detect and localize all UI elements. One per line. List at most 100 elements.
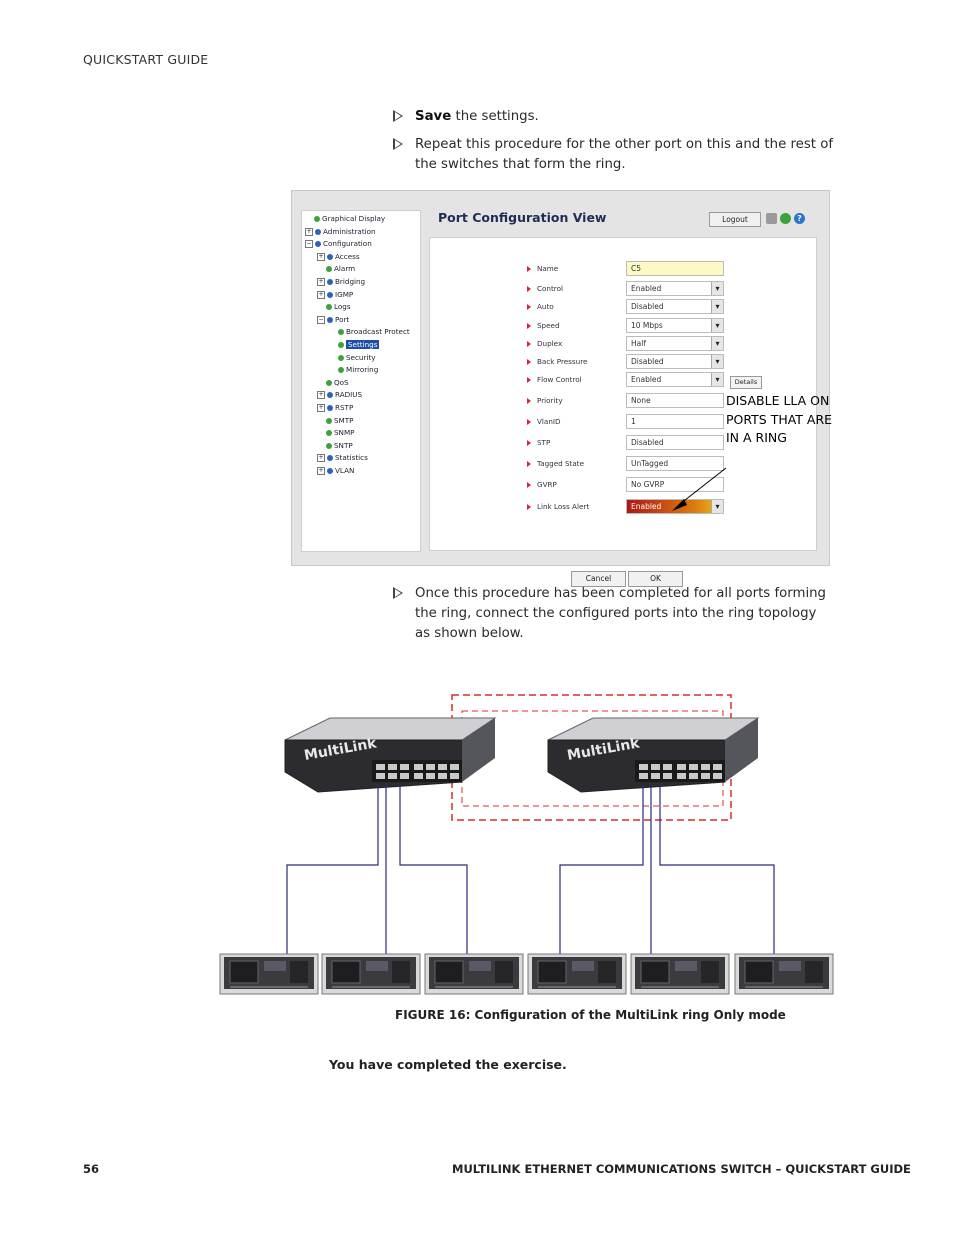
tree-item-label: Port [335,314,350,324]
relay-devices [219,953,834,995]
tree-item[interactable]: +Statistics [317,452,368,464]
tree-item[interactable]: −Configuration [305,238,372,250]
tree-item[interactable]: + Access [317,251,360,263]
tree-item-label: Logs [334,302,351,312]
running-header: QUICKSTART GUIDE [83,52,209,67]
field-select[interactable]: Enabled [626,281,724,296]
node-bullet-icon [326,379,332,386]
field-input[interactable]: UnTagged [626,456,724,471]
field-label: STP [527,438,550,447]
node-bullet-icon [315,241,321,248]
tree-item-label: Access [335,251,360,261]
node-bullet-icon [326,417,332,424]
step-connect: Once this procedure has been completed f… [393,584,833,644]
relay-device [321,953,421,995]
tree-item[interactable]: QoS [326,377,349,389]
logout-button[interactable]: Logout [709,212,761,227]
page-number: 56 [83,1162,100,1176]
expand-icon[interactable]: + [305,227,313,236]
view-title: Port Configuration View [438,210,607,225]
tree-item-label: Administration [323,226,376,236]
tree-item-label: Broadcast Protect [346,327,410,337]
print-icon[interactable] [766,213,777,224]
tree-item[interactable]: + Administration [305,226,376,238]
tree-item[interactable]: Settings [338,339,380,351]
collapse-icon[interactable]: − [317,315,325,324]
node-bullet-icon [338,354,344,361]
node-bullet-icon [327,291,333,298]
callout-arrow [672,467,727,511]
field-select[interactable]: Half [626,336,724,351]
expand-icon[interactable]: + [317,278,325,286]
node-bullet-icon [327,316,333,323]
node-bullet-icon [338,367,344,374]
tree-item[interactable]: Broadcast Protect [338,326,410,338]
collapse-icon[interactable]: − [305,240,313,249]
field-select[interactable]: Disabled [626,299,724,314]
field-label: Control [527,284,563,293]
node-bullet-icon [326,266,332,273]
field-label: Flow Control [527,375,582,384]
tree-item[interactable]: +VLAN [317,465,354,477]
expand-icon[interactable]: + [317,454,325,463]
field-select[interactable]: Enabled [626,372,724,387]
ok-button[interactable]: OK [628,571,683,587]
tree-item-label: SNTP [334,440,353,450]
step-bold: Save [415,109,452,124]
field-input[interactable]: None [626,393,724,408]
step-text: Once this procedure has been completed f… [415,586,827,641]
tree-item-label: Bridging [335,277,366,286]
tree-item[interactable]: Mirroring [338,364,378,376]
expand-icon[interactable]: + [317,290,325,299]
tree-item[interactable]: Graphical Display [314,213,385,225]
field-label: Name [527,264,558,273]
tree-item-label: Mirroring [346,365,379,375]
tree-item[interactable]: + RADIUS [317,389,362,401]
tree-item[interactable]: Logs [326,301,351,313]
help-icon[interactable]: ? [794,213,805,224]
expand-icon[interactable]: + [317,252,325,261]
tree-item-label: IGMP [335,289,354,299]
tree-item[interactable]: SMTP [326,415,354,427]
cancel-button[interactable]: Cancel [571,571,626,587]
step-text: the settings. [451,109,539,124]
tree-item[interactable]: Alarm [326,263,355,275]
tree-item-label: SNMP [334,428,355,438]
tree-item-label: Settings [346,340,380,349]
tree-item[interactable]: +RSTP [317,402,353,414]
tree-item[interactable]: + Bridging [317,276,365,288]
field-input[interactable]: C5 [626,261,724,276]
node-bullet-icon [327,455,333,462]
port-configuration-screenshot: Graphical Display+Administration−Configu… [291,190,830,587]
node-bullet-icon [326,304,332,311]
field-label: Tagged State [527,459,584,468]
field-label: Duplex [527,339,562,348]
expand-icon[interactable]: + [317,404,325,412]
relay-device [219,953,319,995]
relay-device [424,953,524,995]
refresh-icon[interactable] [780,213,791,224]
tree-item[interactable]: SNTP [326,440,353,452]
tree-item-label: SMTP [334,415,354,425]
field-select[interactable]: Disabled [626,354,724,369]
field-label: Link Loss Alert [527,502,589,511]
tree-item-label: RADIUS [335,390,363,400]
completion-message: You have completed the exercise. [329,1057,567,1072]
details-button[interactable]: Details [730,376,762,389]
tree-item[interactable]: SNMP [326,427,354,439]
expand-icon[interactable]: + [317,391,325,400]
tree-item[interactable]: − Port [317,314,349,326]
expand-icon[interactable]: + [317,467,325,475]
field-input[interactable]: 1 [626,414,724,429]
field-select[interactable]: Enabled [626,499,724,514]
tree-item[interactable]: Security [338,352,376,364]
node-bullet-icon [314,216,320,222]
relay-device [734,953,834,995]
node-bullet-icon [327,392,333,399]
tree-item[interactable]: + IGMP [317,289,353,301]
field-label: Back Pressure [527,357,587,366]
field-select[interactable]: 10 Mbps [626,318,724,333]
field-label: Auto [527,302,554,311]
field-input[interactable]: Disabled [626,435,724,450]
relay-device [527,953,627,995]
